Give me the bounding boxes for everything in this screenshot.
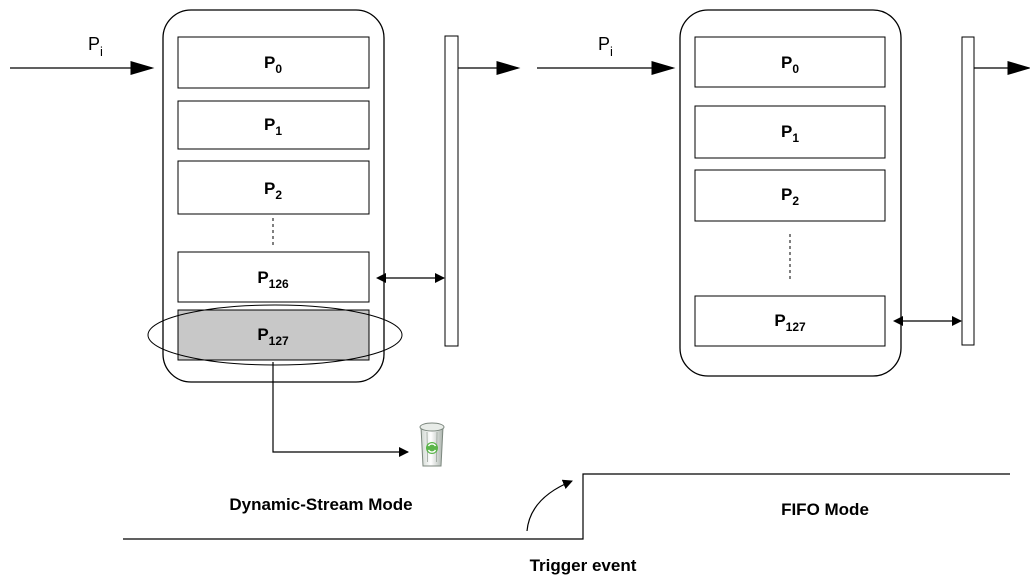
left-slot-p2: P2 bbox=[177, 160, 370, 215]
slot-label: P0 bbox=[264, 53, 282, 76]
slot-label: P127 bbox=[774, 311, 806, 334]
left-queue-group: Pi P0 P1 P2 P126 bbox=[10, 9, 521, 467]
left-output-bus bbox=[444, 35, 459, 347]
slot-label: P2 bbox=[264, 179, 282, 202]
mode-step-line bbox=[123, 473, 1010, 540]
right-input-label: Pi bbox=[598, 34, 613, 59]
left-slot-p1: P1 bbox=[177, 100, 370, 150]
dynamic-stream-mode-label: Dynamic-Stream Mode bbox=[229, 495, 412, 514]
right-slot-p2: P2 bbox=[694, 169, 886, 222]
slot-label: P0 bbox=[781, 53, 799, 76]
slot-label: P1 bbox=[781, 122, 799, 145]
trigger-arrow bbox=[526, 479, 573, 532]
right-queue-group: Pi P0 P1 P2 P127 bbox=[537, 9, 1030, 377]
trash-bin-icon bbox=[419, 422, 445, 467]
right-queue-container bbox=[679, 9, 902, 377]
slot-label: P126 bbox=[257, 268, 289, 291]
trigger-event-label: Trigger event bbox=[530, 556, 637, 575]
left-slot-p0: P0 bbox=[177, 36, 370, 89]
discard-arrow bbox=[272, 362, 409, 457]
slot-label: P2 bbox=[781, 185, 799, 208]
right-slot-p127: P127 bbox=[694, 295, 886, 347]
slot-label: P127 bbox=[257, 325, 289, 348]
slot-label: P1 bbox=[264, 115, 282, 138]
fifo-mode-label: FIFO Mode bbox=[781, 500, 869, 519]
right-slot-p1: P1 bbox=[694, 105, 886, 159]
right-slot-p0: P0 bbox=[694, 36, 886, 88]
left-slot-p127-evicted: P127 bbox=[177, 309, 370, 361]
left-slot-p126: P126 bbox=[177, 251, 370, 303]
right-output-bus bbox=[961, 36, 975, 346]
eviction-highlight-ellipse bbox=[147, 304, 403, 366]
left-input-label: Pi bbox=[88, 34, 103, 59]
